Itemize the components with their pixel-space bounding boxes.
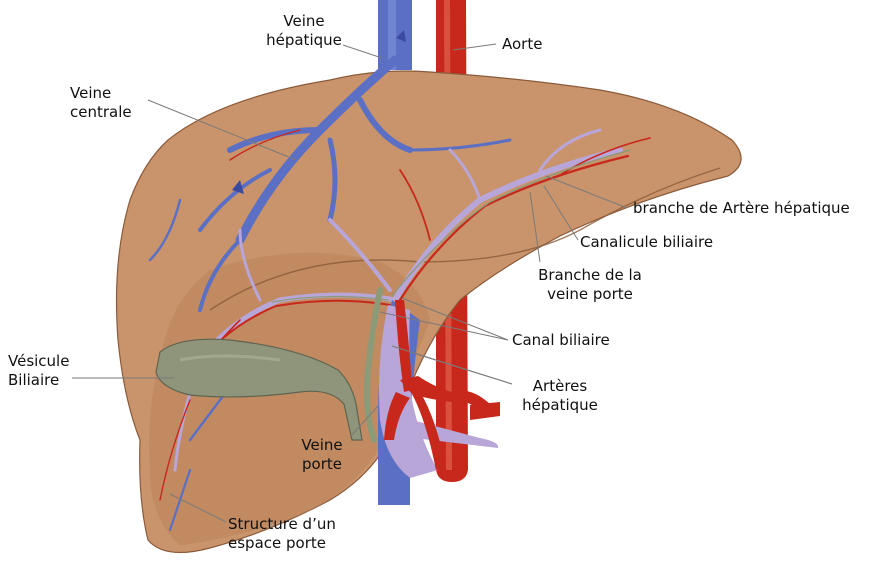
label-vesicule-biliaire: Vésicule Biliaire	[8, 352, 69, 390]
label-veine-centrale-line2: centrale	[70, 103, 132, 122]
label-veine-hepatique-line2: hépatique	[254, 31, 354, 50]
label-arteres-hepatique-line1: Artères	[512, 377, 608, 396]
label-veine-porte-line1: Veine	[292, 436, 352, 455]
label-aorte: Aorte	[502, 35, 542, 54]
label-veine-hepatique-line1: Veine	[254, 12, 354, 31]
label-branche-veine-porte: Branche de la veine porte	[530, 266, 650, 304]
label-canal-biliaire: Canal biliaire	[512, 331, 610, 350]
label-vesicule-biliaire-line2: Biliaire	[8, 371, 69, 390]
label-veine-hepatique: Veine hépatique	[254, 12, 354, 50]
label-arteres-hepatique-line2: hépatique	[512, 396, 608, 415]
label-structure-espace-porte: Structure d’un espace porte	[228, 515, 336, 553]
label-veine-centrale-line1: Veine	[70, 84, 132, 103]
label-vesicule-biliaire-line1: Vésicule	[8, 352, 69, 371]
label-branche-veine-porte-line1: Branche de la	[530, 266, 650, 285]
label-canalicule-biliaire: Canalicule biliaire	[580, 233, 713, 252]
label-branche-artere-hepatique: branche de Artère hépatique	[633, 199, 850, 218]
label-structure-espace-porte-line1: Structure d’un	[228, 515, 336, 534]
label-arteres-hepatique: Artères hépatique	[512, 377, 608, 415]
label-branche-veine-porte-line2: veine porte	[530, 285, 650, 304]
label-veine-porte-line2: porte	[292, 455, 352, 474]
label-veine-centrale: Veine centrale	[70, 84, 132, 122]
label-veine-porte: Veine porte	[292, 436, 352, 474]
label-structure-espace-porte-line2: espace porte	[228, 534, 336, 553]
